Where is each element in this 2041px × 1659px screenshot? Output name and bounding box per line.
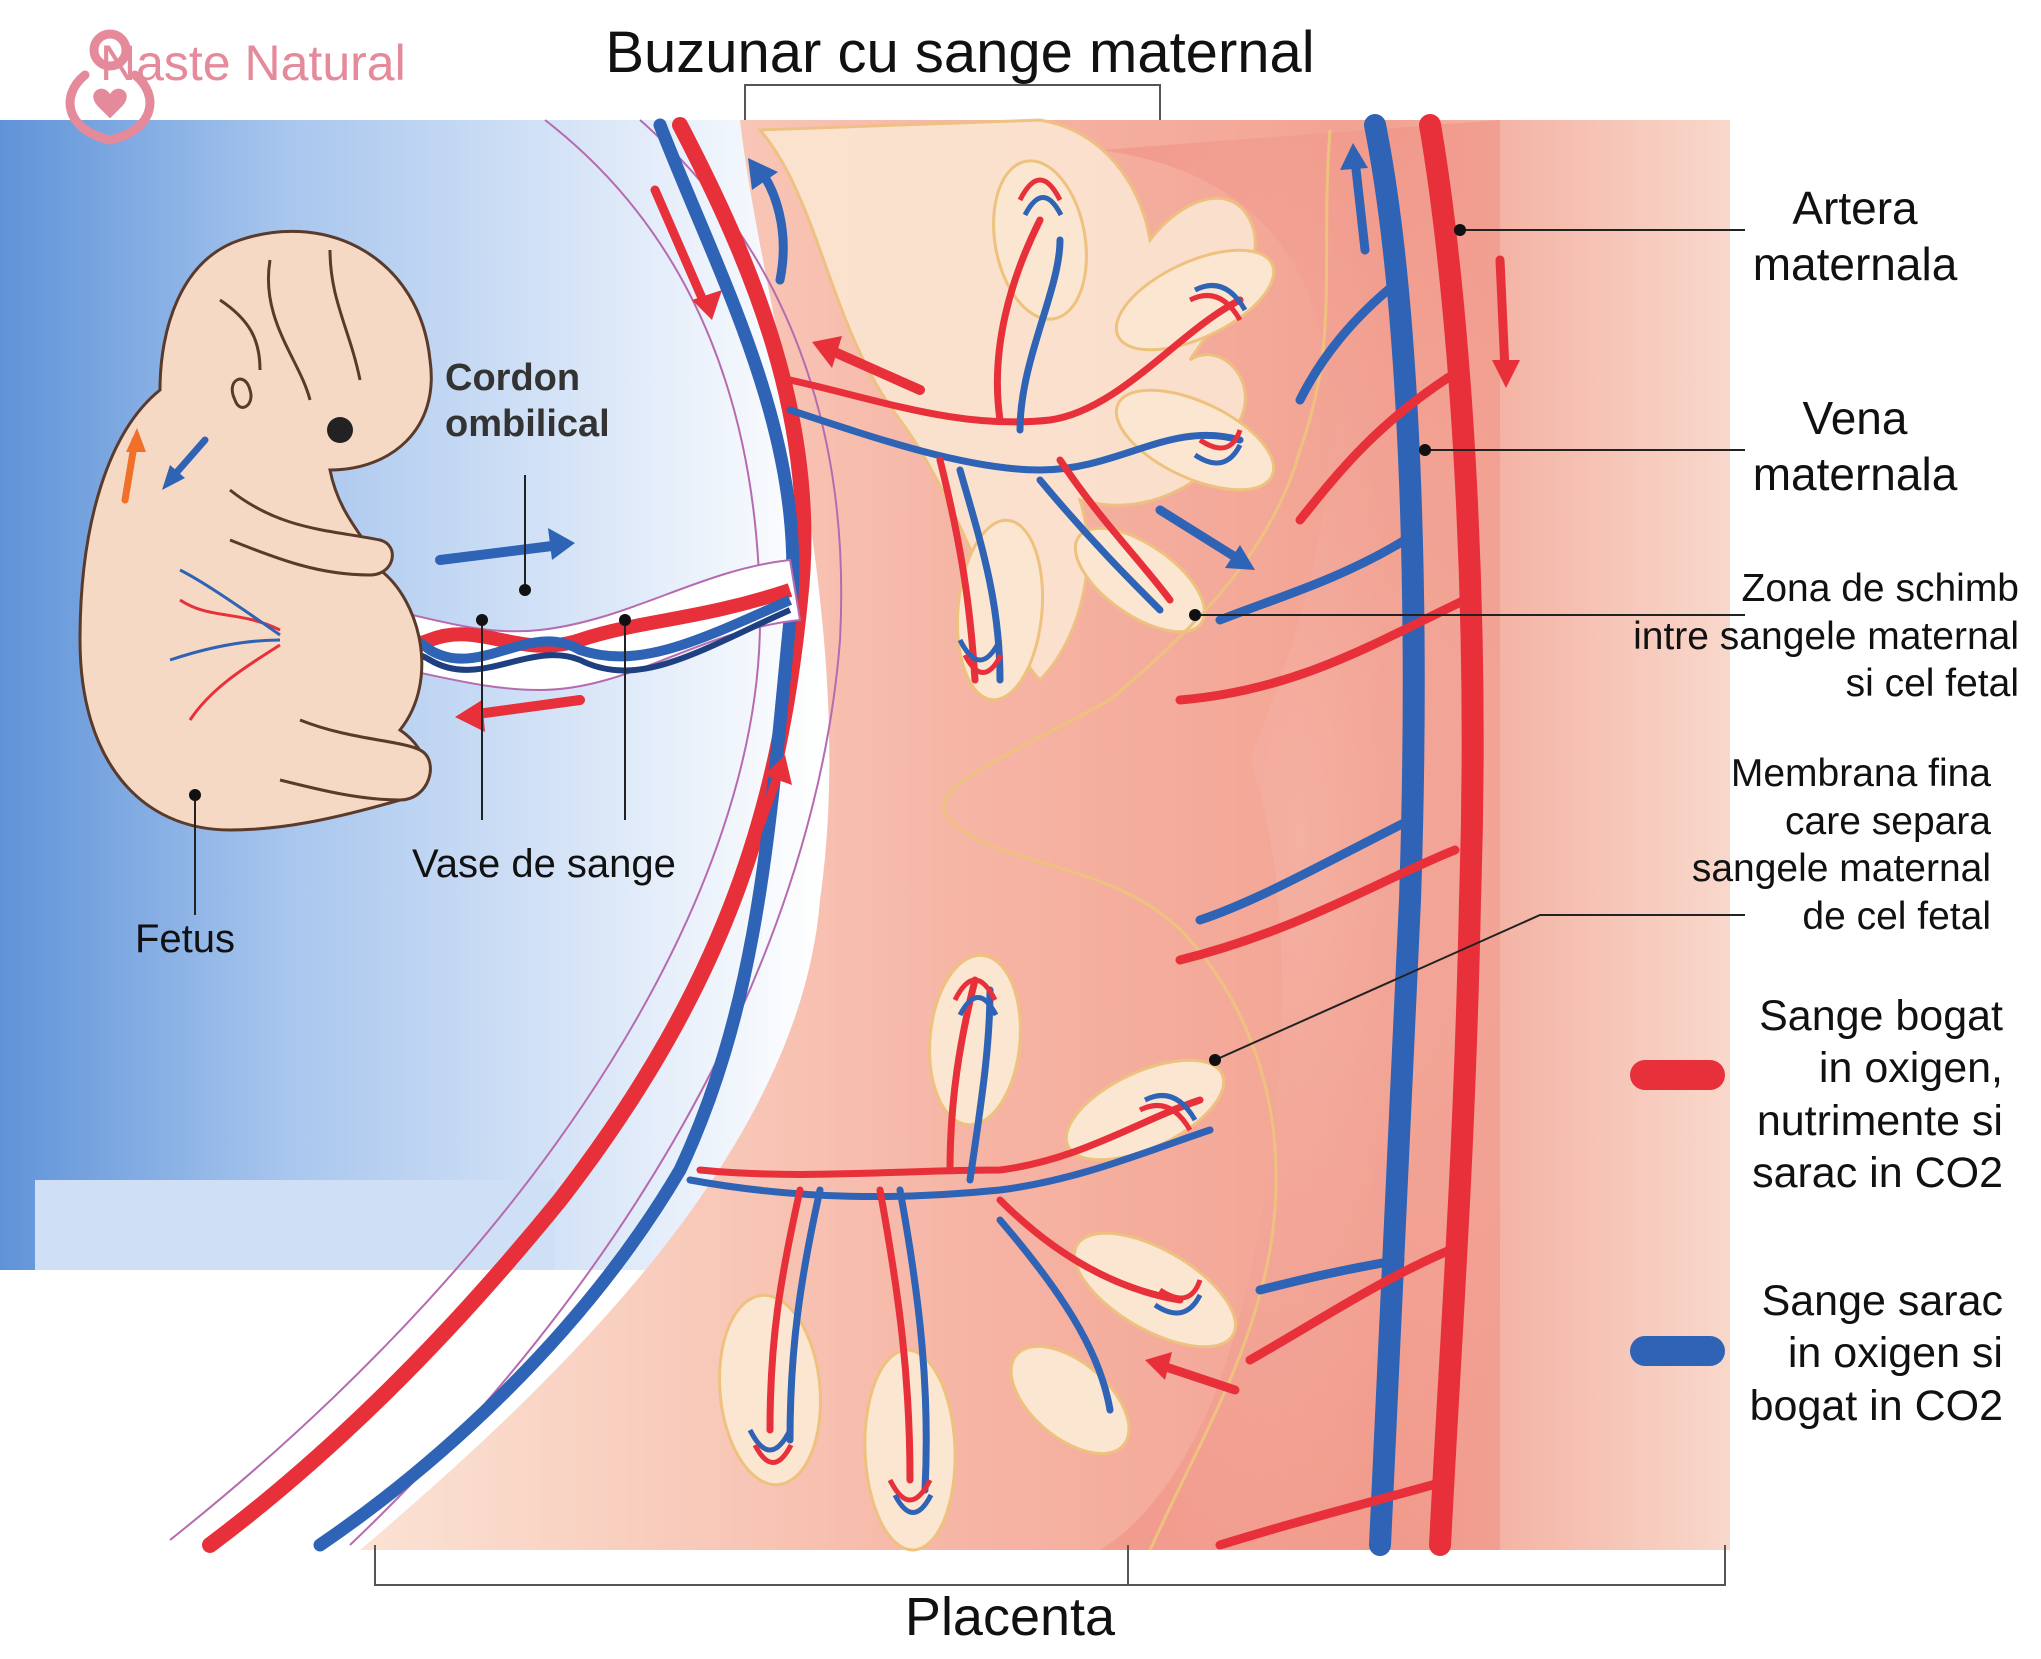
fetus-leg <box>279 718 432 802</box>
arrow-blue-exchange <box>1155 505 1245 565</box>
label-membrana-fina: Membrana fina care separa sangele matern… <box>1692 750 1991 940</box>
fetus-brain-lines <box>219 249 362 401</box>
label-zona-line-3: si cel fetal <box>1845 662 2019 706</box>
legend-rich-line-1: Sange bogat <box>1759 992 2003 1040</box>
bracket-bottom <box>374 1545 1726 1586</box>
leader-dots <box>189 224 1466 1066</box>
logo-text: Naste Natural <box>100 35 406 91</box>
legend-poor-line-3: bogat in CO2 <box>1749 1381 2003 1430</box>
fetal-vessels-upper <box>786 216 1244 684</box>
arrow-red-down-right <box>1495 255 1510 375</box>
arrow-red-cord <box>465 695 585 720</box>
label-vase-de-sange: Vase de sange <box>412 842 676 886</box>
legend-rich-line-2: in oxigen, <box>1818 1044 2003 1093</box>
label-membrana-line-1: Membrana fina <box>1730 752 1991 795</box>
red-vessel-swatch <box>1630 1060 1725 1090</box>
label-artera-line-1: Artera <box>1792 182 1918 234</box>
label-fetus: Fetus <box>135 917 236 961</box>
fetus-arm <box>229 488 394 577</box>
blue-vessel-swatch <box>1630 1336 1725 1366</box>
arrow-blue-up-right <box>1350 155 1370 255</box>
umbilical-vein-main <box>313 118 800 1552</box>
label-cordon-line-1: Cordon <box>445 357 581 399</box>
label-membrana-line-3: sangele maternal <box>1691 847 1991 891</box>
label-zona-line-2: intre sangele maternal <box>1633 614 2019 658</box>
thin-separating-membrane <box>942 129 1332 1551</box>
label-vena-line-2: maternala <box>1752 448 1958 501</box>
label-cordon-line-2: ombilical <box>445 403 610 446</box>
logo-mark <box>65 29 155 145</box>
arrow-red-up-lower <box>735 765 785 885</box>
label-vena-maternala: Vena maternala <box>1740 390 1970 502</box>
umbilical-artery-main <box>202 117 812 1553</box>
title-bottom: Placenta <box>904 1587 1116 1647</box>
chorion-membrane <box>349 119 843 1546</box>
label-zona-line-1: Zona de schimb <box>1741 567 2019 610</box>
legend-poor-line-2: in oxigen si <box>1787 1329 2003 1378</box>
label-membrana-line-2: care separa <box>1785 799 1991 843</box>
bracket-top <box>744 84 1161 120</box>
title-top: Buzunar cu sange maternal <box>605 20 1315 85</box>
label-artera-line-2: maternala <box>1752 238 1958 291</box>
maternal-artery <box>1419 114 1484 1556</box>
amnion-membrane <box>169 119 762 1541</box>
legend-poor-line-1: Sange sarac <box>1761 1277 2003 1325</box>
arrow-red-left <box>825 345 925 395</box>
fetus-ear <box>230 377 253 409</box>
maternal-vein <box>1364 114 1425 1556</box>
legend-rich-line-3: nutrimente si <box>1756 1096 2003 1145</box>
arrow-blue-cord <box>435 540 565 565</box>
fetal-vessels-lower <box>686 976 1214 1494</box>
legend-oxygen-poor: Sange sarac in oxigen si bogat in CO2 <box>1750 1275 2003 1432</box>
label-cordon-ombilical: Cordon ombilical <box>445 355 610 448</box>
fetus-internal-vessels <box>169 568 281 721</box>
fetus-eye <box>327 417 353 443</box>
arrow-red-down <box>650 185 710 310</box>
villus-tree-upper <box>756 118 1276 702</box>
flow-arrows <box>121 143 1520 1395</box>
fetus <box>78 230 433 832</box>
label-vena-line-1: Vena <box>1802 392 1908 444</box>
legend-oxygen-rich: Sange bogat in oxigen, nutrimente si sar… <box>1752 990 2003 1200</box>
label-zona-de-schimb: Zona de schimb intre sangele maternal si… <box>1633 565 2019 708</box>
label-artera-maternala: Artera maternala <box>1740 180 1970 292</box>
leader-lines <box>194 229 1745 1061</box>
capillary-loops <box>747 177 1248 1515</box>
legend-rich-line-4: sarac in CO2 <box>1752 1149 2003 1198</box>
background-patch <box>35 1180 555 1270</box>
arrow-red-left-lower <box>1155 1360 1240 1395</box>
label-membrana-line-4: de cel fetal <box>1802 894 1991 938</box>
